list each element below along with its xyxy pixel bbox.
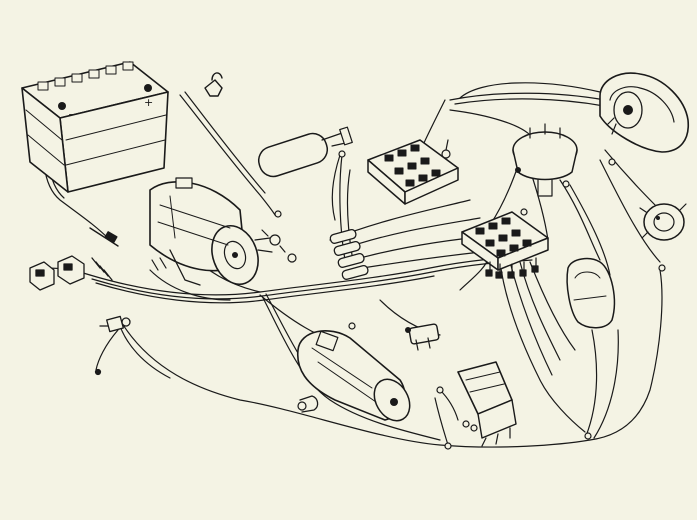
battery-negative-label: − — [68, 108, 77, 121]
voltage-regulator — [457, 361, 517, 447]
distributor — [512, 123, 578, 197]
connector-blocks — [29, 255, 113, 291]
starter-motor — [296, 330, 411, 422]
spark-plug-caps — [329, 229, 369, 280]
battery-earth-cable — [89, 227, 119, 247]
dynamo — [149, 177, 273, 286]
dynamo-bolts — [261, 229, 297, 263]
headlamp — [599, 72, 689, 153]
battery: − + — [21, 61, 169, 193]
oil-pressure-switch — [99, 315, 131, 333]
terminal-clip — [204, 72, 223, 97]
wiper-motor — [639, 203, 687, 241]
terminal-eye — [441, 139, 451, 159]
fuse-block-upper — [367, 139, 459, 205]
battery-positive-label: + — [144, 96, 153, 109]
tail-lamp — [566, 257, 616, 329]
ignition-coil — [257, 126, 353, 178]
fuse-block-lower — [461, 211, 549, 271]
wire-terminals — [94, 150, 666, 450]
flasher-relay — [405, 323, 440, 351]
